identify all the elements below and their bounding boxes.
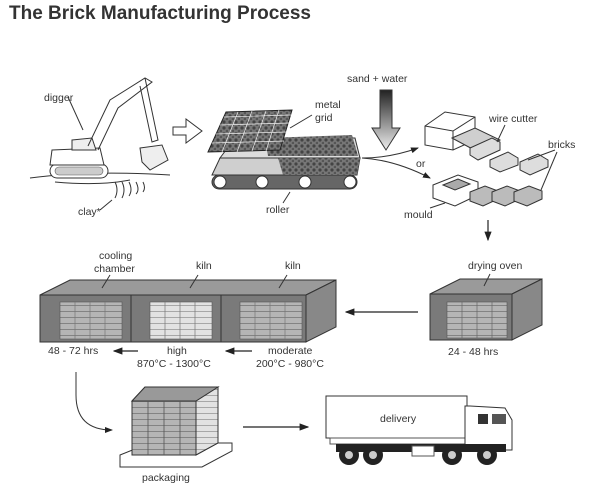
metal-grid-roller-illustration [207, 109, 361, 204]
sand-water-arrow-icon [371, 89, 401, 151]
label-sand-water: sand + water [347, 73, 408, 85]
label-wire-cutter: wire cutter [488, 113, 538, 125]
label-delivery: delivery [380, 413, 417, 425]
label-or: or [416, 158, 426, 170]
digger-illustration [29, 77, 171, 211]
label-kiln-moderate: kiln [285, 260, 301, 272]
label-chamber: chamber [94, 263, 135, 275]
label-high-temp: 870°C - 1300°C [137, 358, 211, 370]
label-moderate-temp: 200°C - 980°C [256, 358, 324, 370]
arrow-to-packaging [75, 372, 113, 433]
drying-oven-illustration [429, 273, 543, 341]
label-roller: roller [266, 204, 290, 216]
label-clay: clay* [78, 206, 101, 218]
label-cooling-time: 48 - 72 hrs [48, 345, 98, 357]
wire-cutter-illustration [424, 111, 558, 191]
page-title: The Brick Manufacturing Process [9, 3, 311, 24]
mould-illustration [429, 174, 543, 209]
kiln-illustration [39, 274, 337, 343]
label-high: high [167, 345, 187, 357]
label-mould: mould [404, 209, 433, 221]
arrow-to-mould [361, 157, 431, 179]
label-moderate: moderate [268, 345, 313, 357]
delivery-truck-illustration [325, 395, 513, 465]
label-kiln-high: kiln [196, 260, 212, 272]
label-digger: digger [44, 92, 74, 104]
label-cooling: cooling [99, 250, 132, 262]
packaging-illustration [119, 386, 233, 468]
label-packaging: packaging [142, 472, 190, 484]
arrow-to-wire-cutter [361, 147, 419, 159]
hollow-arrow-icon [172, 118, 203, 144]
label-metal: metal [315, 99, 341, 111]
label-bricks: bricks [548, 139, 575, 151]
label-drying-oven: drying oven [468, 260, 522, 272]
label-drying-time: 24 - 48 hrs [448, 346, 498, 358]
label-grid: grid [315, 112, 333, 124]
